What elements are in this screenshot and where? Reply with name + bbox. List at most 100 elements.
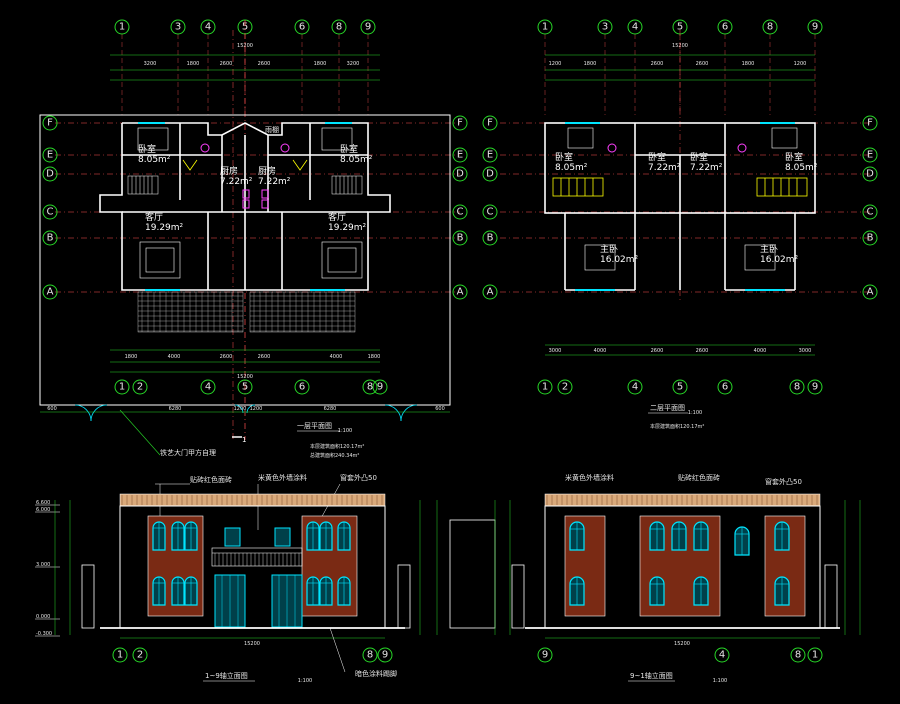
axis-bubble: 9 [807,19,823,35]
svg-text:5: 5 [242,382,248,393]
row-bubble: B [862,230,878,246]
elev1-note-top-mid: 米黄色外墙涂料 [258,473,307,482]
level-label: 3.000 [36,562,50,568]
plan1-scale: 1:100 [338,428,352,434]
plan1-rooms: 卧室8.05m²厨房7.22m²厨房7.22m²卧室8.05m²客厅19.29m… [138,143,373,233]
dim-label: 1800 [314,61,327,67]
svg-text:8: 8 [367,382,373,393]
svg-text:6: 6 [299,382,305,393]
elev1-scale: 1:100 [298,678,312,684]
svg-text:4: 4 [205,382,211,393]
elev2-scale: 1:100 [713,678,727,684]
dim-label: 4000 [330,354,343,360]
svg-text:8: 8 [795,650,801,661]
row-bubble: E [482,147,498,163]
axis-bubble: 4 [627,379,643,395]
room-name: 厨房 [220,165,238,177]
row-bubble: A [42,284,58,300]
axis-bubble: 9 [807,379,823,395]
elev1-title: 1~9轴立面图 [205,671,248,680]
row-bubble: B [42,230,58,246]
svg-text:E: E [47,150,53,161]
axis-bubble: 6 [717,19,733,35]
svg-text:8: 8 [767,22,773,33]
svg-text:6: 6 [722,382,728,393]
dim-label: 1200 [250,406,263,412]
level-label: -0.300 [36,631,52,637]
elev2-note-top-right: 窗套外凸50 [765,477,802,486]
level-label: 6.000 [36,507,50,513]
room-name: 客厅 [145,211,163,223]
dim-label: 3200 [347,61,360,67]
axis-bubble: 5 [672,379,688,395]
axis-bubble: 4 [714,647,730,663]
svg-text:2: 2 [137,382,143,393]
dim-label: 6280 [324,406,337,412]
svg-text:9: 9 [542,650,548,661]
svg-text:A: A [47,287,54,298]
svg-text:A: A [457,287,464,298]
room-name: 卧室 [340,143,358,155]
svg-text:8: 8 [336,22,342,33]
svg-text:5: 5 [677,22,683,33]
room-area: 8.05m² [785,163,818,173]
dim-label: 4000 [594,348,607,354]
svg-text:E: E [457,150,463,161]
svg-text:B: B [487,233,494,244]
dim-label: 1800 [368,354,381,360]
level-label: 0.000 [36,614,50,620]
svg-text:1: 1 [119,382,125,393]
row-bubble: A [482,284,498,300]
axis-bubble: 4 [200,19,216,35]
svg-text:4: 4 [632,382,638,393]
elev2-axes: 9 8 4 1 [537,647,823,663]
dim-label: 1800 [125,354,138,360]
svg-text:9: 9 [812,22,818,33]
room-area: 7.22m² [258,177,291,187]
svg-text:D: D [866,169,874,180]
svg-text:1: 1 [117,650,123,661]
svg-text:9: 9 [812,382,818,393]
row-bubble: B [452,230,468,246]
row-bubble: D [482,166,498,182]
elev2-note-top-mid: 贴砖红色面砖 [678,473,720,482]
svg-text:E: E [867,150,873,161]
plan2-title: 二层平面图 [650,404,685,412]
axis-bubble: 6 [294,19,310,35]
axis-bubble: 3 [170,19,186,35]
dim-label: 1200 [794,61,807,67]
axis-bubble: 1 [807,647,823,663]
elev1-total: 15200 [244,641,260,647]
axis-bubble: 6 [294,379,310,395]
room-area: 7.22m² [648,163,681,173]
elevation-1-9: 贴砖红色面砖 米黄色外墙涂料 窗套外凸50 [35,473,496,684]
plan1-door-label: 雨棚 [265,125,279,134]
dim-label: 2600 [651,348,664,354]
dim-label: 2600 [258,354,271,360]
row-bubble: E [862,147,878,163]
axis-bubble: 8 [789,379,805,395]
row-bubble: D [452,166,468,182]
axis-bubble: 9 [377,647,393,663]
row-bubble: C [482,204,498,220]
row-bubble: C [862,204,878,220]
dim-label: 4000 [168,354,181,360]
svg-text:B: B [457,233,464,244]
elev2-total: 15200 [674,641,690,647]
room-name: 卧室 [690,151,708,163]
dim-label: 1800 [187,61,200,67]
svg-text:F: F [487,118,493,129]
axis-bubble: 1 [537,379,553,395]
row-bubble: C [452,204,468,220]
room-area: 19.29m² [145,223,184,233]
svg-text:F: F [457,118,463,129]
dim-label: 3200 [144,61,157,67]
elev2-note-top-left: 米黄色外墙涂料 [565,473,614,482]
